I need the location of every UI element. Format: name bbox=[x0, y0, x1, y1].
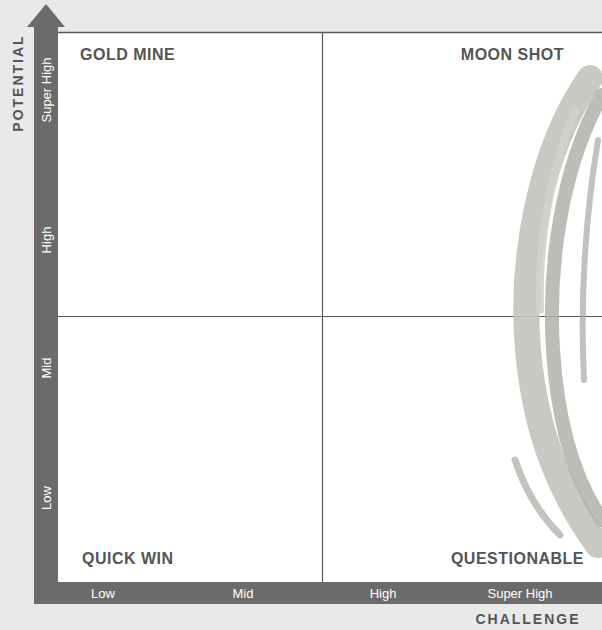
y-axis-band bbox=[34, 22, 58, 604]
y-axis-arrowhead bbox=[27, 4, 65, 27]
quadrant: MOON SHOT bbox=[322, 32, 602, 316]
axis-title: CHALLENGE bbox=[475, 612, 580, 626]
axis-tick: Mid bbox=[233, 587, 254, 600]
quadrant: GOLD MINE bbox=[58, 32, 322, 316]
quadrant: QUICK WIN bbox=[58, 316, 322, 582]
plot-area bbox=[58, 32, 602, 582]
top-border bbox=[58, 32, 602, 34]
axis-tick: Low bbox=[40, 486, 53, 510]
quadrant-title: QUESTIONABLE bbox=[449, 550, 586, 568]
x-axis-band bbox=[34, 582, 602, 604]
vertical-divider bbox=[322, 32, 323, 582]
brush-stroke bbox=[515, 78, 602, 545]
axis-tick: Low bbox=[91, 587, 115, 600]
axis-tick: High bbox=[370, 587, 397, 600]
axis-tick: Mid bbox=[40, 358, 53, 379]
axis-tick: Super High bbox=[487, 587, 552, 600]
axis-title: POTENTIAL bbox=[11, 34, 25, 131]
axis-tick: Super High bbox=[40, 57, 53, 122]
quadrant-title: MOON SHOT bbox=[459, 46, 566, 64]
axis-tick: High bbox=[40, 227, 53, 254]
quadrant-title: GOLD MINE bbox=[78, 46, 177, 64]
quadrant: QUESTIONABLE bbox=[322, 316, 602, 582]
quadrant-title: QUICK WIN bbox=[80, 550, 176, 568]
